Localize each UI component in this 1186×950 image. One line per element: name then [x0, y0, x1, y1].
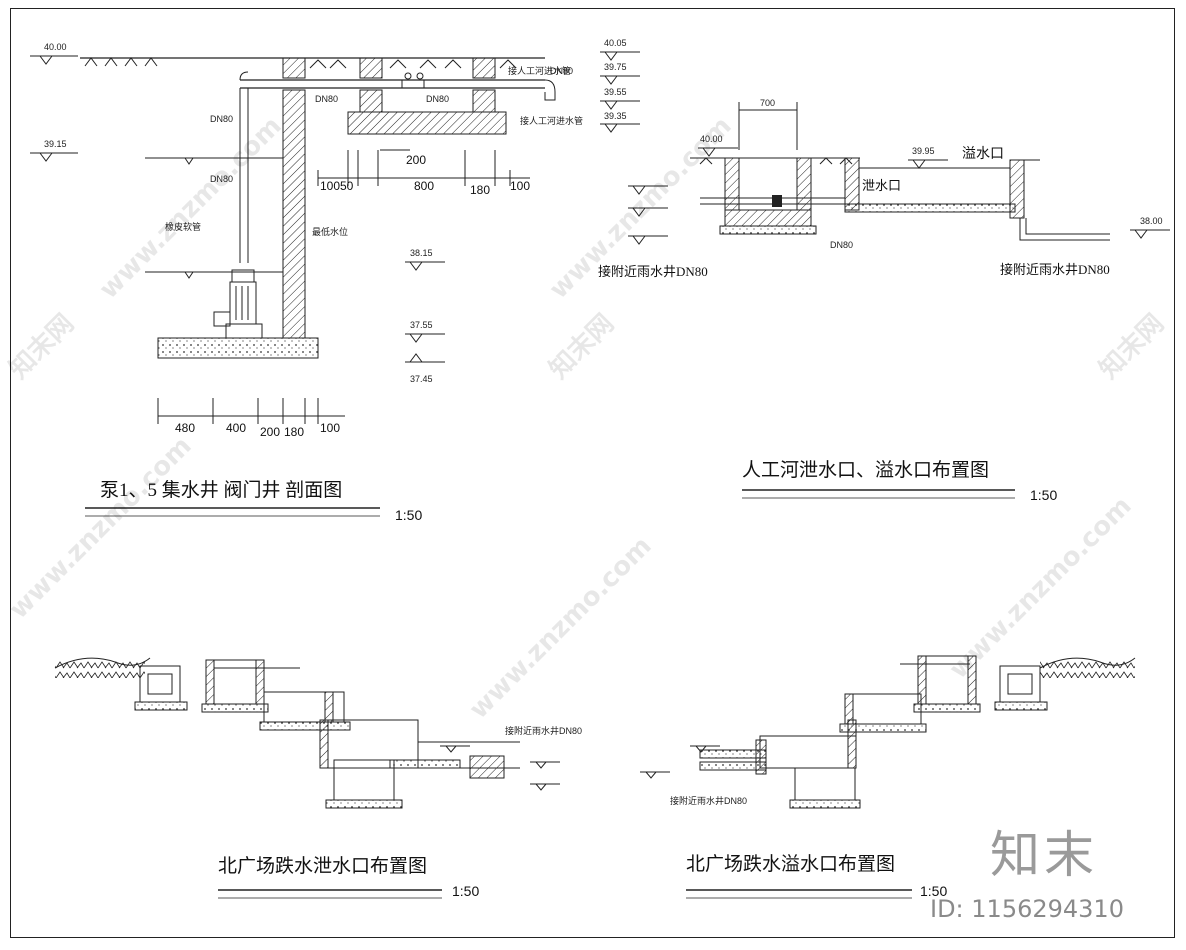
- dim-top-200: 200: [406, 153, 426, 167]
- title-north-plaza-cascade-overflow: 北广场跌水溢水口布置图: [686, 853, 895, 875]
- elev-40-00-b: 40.00: [700, 134, 723, 144]
- brand-logo: 知末: [990, 826, 1098, 884]
- label-dn80-c: DN80: [210, 114, 233, 124]
- watermark-brand-3: 知末网: [1094, 309, 1170, 385]
- dim-bot-180: 180: [284, 425, 304, 439]
- resource-id: ID: 1156294310: [930, 895, 1124, 923]
- watermark-layer: www.znzmo.com www.znzmo.com www.znzmo.co…: [4, 111, 1170, 725]
- elev-40-00: 40.00: [44, 42, 67, 52]
- title-north-plaza-cascade-drain: 北广场跌水泄水口布置图: [218, 855, 427, 877]
- drawing-river-drain-overflow: [628, 102, 1170, 499]
- label-rubber-hose: 橡皮软管: [165, 221, 201, 232]
- drawing-frame: [10, 8, 1175, 938]
- label-rain-well-b: 接附近雨水井DN80: [1000, 262, 1110, 277]
- dim-bot-100: 100: [320, 421, 340, 435]
- label-lowest-water-level: 最低水位: [312, 226, 348, 237]
- label-drain-outlet: 泄水口: [862, 178, 901, 193]
- drawing-pump-well-section: [30, 51, 640, 517]
- dim-700: 700: [760, 98, 775, 108]
- elev-39-55: 39.55: [604, 87, 627, 97]
- elev-39-75: 39.75: [604, 62, 627, 72]
- dim-top-800: 800: [414, 179, 434, 193]
- label-rain-well-c: 接附近雨水井DN80: [505, 725, 582, 736]
- elev-39-15: 39.15: [44, 139, 67, 149]
- label-river-inlet-b: 接人工河进水管: [520, 115, 583, 126]
- label-rain-well-a: 接附近雨水井DN80: [598, 264, 708, 279]
- watermark-site-3: www.znzmo.com: [4, 431, 198, 625]
- dim-top-50: 50: [340, 179, 354, 193]
- title-pump-well-section: 泵1、5 集水井 阀门井 剖面图: [100, 479, 342, 501]
- elev-38-00: 38.00: [1140, 216, 1163, 226]
- scale-north-plaza-cascade-overflow: 1:50: [920, 883, 947, 899]
- label-overflow-outlet: 溢水口: [962, 146, 1004, 162]
- label-rain-well-d: 接附近雨水井DN80: [670, 795, 747, 806]
- watermark-brand-1: 知末网: [4, 309, 80, 385]
- elev-38-15: 38.15: [410, 248, 433, 258]
- drawing-north-plaza-cascade-drain: [54, 657, 560, 899]
- scale-river-drain-overflow: 1:50: [1030, 487, 1057, 503]
- label-dn80-a: DN80: [315, 94, 338, 104]
- dim-top-100: 100: [320, 179, 340, 193]
- dim-bot-480: 480: [175, 421, 195, 435]
- label-dn80-d: DN80: [210, 174, 233, 184]
- dim-bot-400: 400: [226, 421, 246, 435]
- scale-north-plaza-cascade-drain: 1:50: [452, 883, 479, 899]
- watermark-site-5: www.znzmo.com: [944, 491, 1138, 685]
- label-river-inlet-a: 接人工河进水管: [508, 65, 571, 76]
- elev-39-95: 39.95: [912, 146, 935, 156]
- elev-37-45: 37.45: [410, 374, 433, 384]
- label-dn80-e: DN80: [550, 66, 573, 76]
- title-river-drain-overflow: 人工河泄水口、溢水口布置图: [742, 459, 989, 481]
- elev-40-05: 40.05: [604, 38, 627, 48]
- elev-37-55: 37.55: [410, 320, 433, 330]
- elev-39-35: 39.35: [604, 111, 627, 121]
- dim-top-180: 180: [470, 183, 490, 197]
- dim-bot-200: 200: [260, 425, 280, 439]
- drawing-north-plaza-cascade-overflow: [640, 655, 1136, 899]
- label-dn80-b: DN80: [426, 94, 449, 104]
- dim-top-100b: 100: [510, 179, 530, 193]
- watermark-site-4: www.znzmo.com: [464, 531, 658, 725]
- label-dn80-f: DN80: [830, 240, 853, 250]
- scale-pump-well-section: 1:50: [395, 507, 422, 523]
- watermark-brand-2: 知末网: [544, 309, 620, 385]
